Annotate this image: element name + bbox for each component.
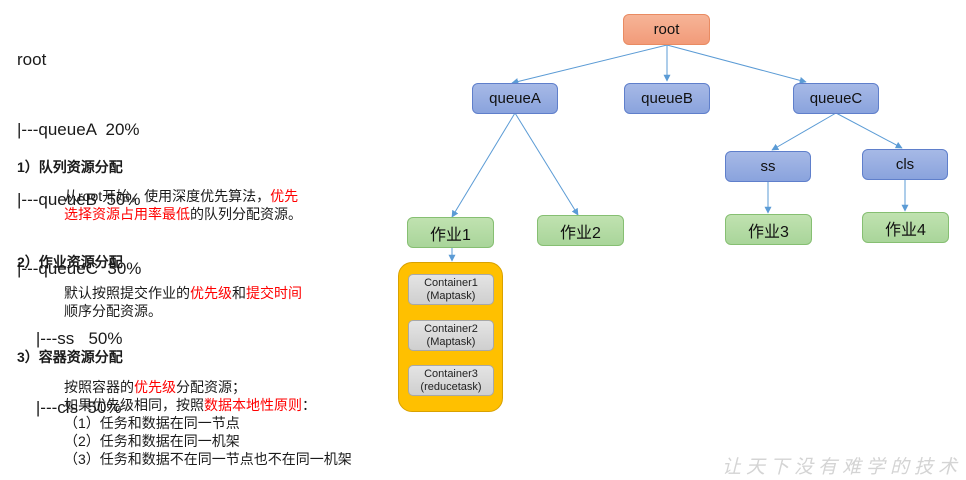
section-title-container-allocation: 3）容器资源分配 bbox=[17, 349, 123, 365]
section-line: 按照容器的优先级分配资源； bbox=[64, 378, 352, 396]
container-node: Container2 (Maptask) bbox=[408, 320, 494, 351]
node-cls: cls bbox=[862, 149, 948, 180]
highlight-text: 数据本地性原则 bbox=[204, 397, 302, 413]
section-line: 默认按照提交作业的优先级和提交时间 bbox=[64, 284, 302, 302]
section-body-container-allocation: 按照容器的优先级分配资源；如果优先级相同，按照数据本地性原则：（1）任务和数据在… bbox=[64, 378, 352, 468]
section-body-queue-allocation: 从root开始，使用深度优先算法，优先选择资源占用率最低的队列分配资源。 bbox=[64, 187, 302, 223]
section-title-job-allocation: 2）作业资源分配 bbox=[17, 254, 123, 270]
section-line: （2）任务和数据在同一机架 bbox=[64, 432, 352, 450]
section-line: 如果优先级相同，按照数据本地性原则： bbox=[64, 396, 352, 414]
edge-queueA-job2 bbox=[514, 112, 579, 216]
section-title-queue-allocation: 1）队列资源分配 bbox=[17, 159, 123, 175]
node-queueB: queueB bbox=[624, 83, 710, 114]
body-text: （3）任务和数据不在同一节点也不在同一机架 bbox=[64, 451, 352, 467]
highlight-text: 选择资源占用率最低 bbox=[64, 206, 190, 222]
container-task: (Maptask) bbox=[426, 335, 476, 348]
edge-root-queueA bbox=[511, 44, 668, 85]
body-text: 从root开始，使用深度优先算法， bbox=[64, 188, 271, 204]
node-queueC: queueC bbox=[793, 83, 879, 114]
highlight-text: 提交时间 bbox=[246, 285, 302, 301]
body-text: 默认按照提交作业的 bbox=[64, 285, 190, 301]
highlight-text: 优先级 bbox=[134, 379, 176, 395]
container-node: Container1 (Maptask) bbox=[408, 274, 494, 305]
node-ss: ss bbox=[725, 151, 811, 182]
container-group: Container1 (Maptask) Container2 (Maptask… bbox=[398, 262, 503, 412]
queue-tree-text: root |---queueA 20% |---queueB 50% |---q… bbox=[17, 2, 141, 443]
edge-queueC-cls bbox=[835, 112, 903, 149]
container-name: Container1 bbox=[424, 276, 478, 289]
section-line: 顺序分配资源。 bbox=[64, 302, 302, 320]
body-text: 分配资源； bbox=[176, 379, 246, 395]
edge-queueC-ss bbox=[771, 112, 837, 151]
highlight-text: 优先级 bbox=[190, 285, 232, 301]
body-text: （1）任务和数据在同一节点 bbox=[64, 415, 240, 431]
tree-line: |---ss 50% bbox=[17, 328, 123, 348]
node-root: root bbox=[623, 14, 710, 45]
section-line: 选择资源占用率最低的队列分配资源。 bbox=[64, 205, 302, 223]
container-name: Container3 bbox=[424, 367, 478, 380]
node-job1: 作业1 bbox=[407, 217, 494, 248]
tree-line: root bbox=[17, 50, 47, 70]
body-text: 如果优先级相同，按照 bbox=[64, 397, 204, 413]
body-text: （2）任务和数据在同一机架 bbox=[64, 433, 240, 449]
body-text: 的队列分配资源。 bbox=[190, 206, 302, 222]
container-task: (Maptask) bbox=[426, 289, 476, 302]
section-line: （3）任务和数据不在同一节点也不在同一机架 bbox=[64, 450, 352, 468]
body-text: 按照容器的 bbox=[64, 379, 134, 395]
node-job2: 作业2 bbox=[537, 215, 624, 246]
section-body-job-allocation: 默认按照提交作业的优先级和提交时间顺序分配资源。 bbox=[64, 284, 302, 320]
watermark: 让天下没有难学的技术 bbox=[722, 456, 963, 478]
edge-root-queueC bbox=[666, 44, 807, 84]
tree-line: |---queueB 50% bbox=[17, 189, 141, 209]
section-line: （1）任务和数据在同一节点 bbox=[64, 414, 352, 432]
body-text: 和 bbox=[232, 285, 246, 301]
body-text: ： bbox=[302, 397, 316, 413]
tree-line: |---cls 50% bbox=[17, 398, 122, 418]
node-job3: 作业3 bbox=[725, 214, 812, 245]
highlight-text: 优先 bbox=[270, 188, 299, 204]
container-name: Container2 bbox=[424, 322, 478, 335]
container-node: Container3 (reducetask) bbox=[408, 365, 494, 396]
tree-line: |---queueC 30% bbox=[17, 259, 142, 279]
node-queueA: queueA bbox=[472, 83, 558, 114]
node-job4: 作业4 bbox=[862, 212, 949, 243]
tree-line: |---queueA 20% bbox=[17, 120, 140, 140]
edge-queueA-job1 bbox=[451, 112, 516, 218]
body-text: 顺序分配资源。 bbox=[64, 303, 162, 319]
container-task: (reducetask) bbox=[420, 380, 482, 393]
section-line: 从root开始，使用深度优先算法，优先 bbox=[64, 187, 302, 205]
